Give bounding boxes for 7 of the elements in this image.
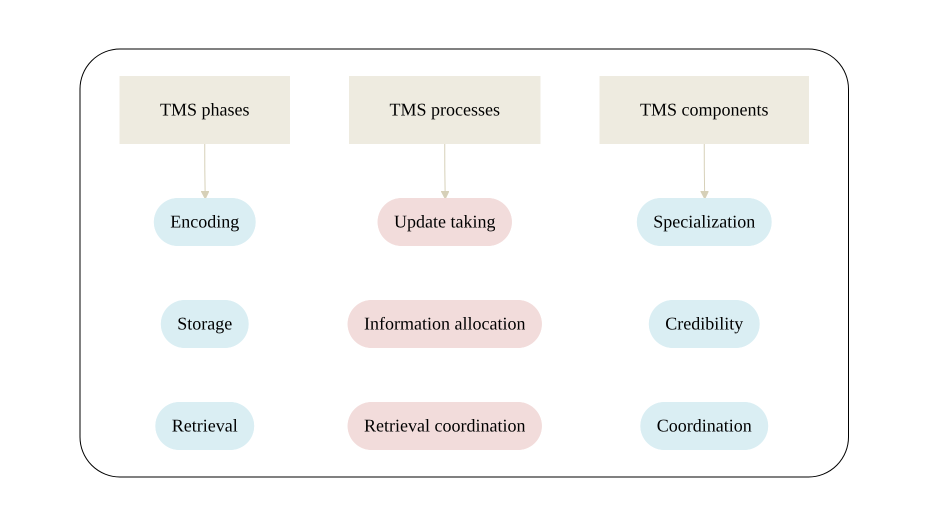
node-box: TMS components <box>600 76 810 144</box>
arrow <box>440 143 450 200</box>
node-box: TMS phases <box>120 76 290 144</box>
cluster <box>80 48 850 478</box>
arrow <box>200 143 210 200</box>
node-box: TMS processes <box>349 76 541 144</box>
arrow <box>700 143 710 200</box>
